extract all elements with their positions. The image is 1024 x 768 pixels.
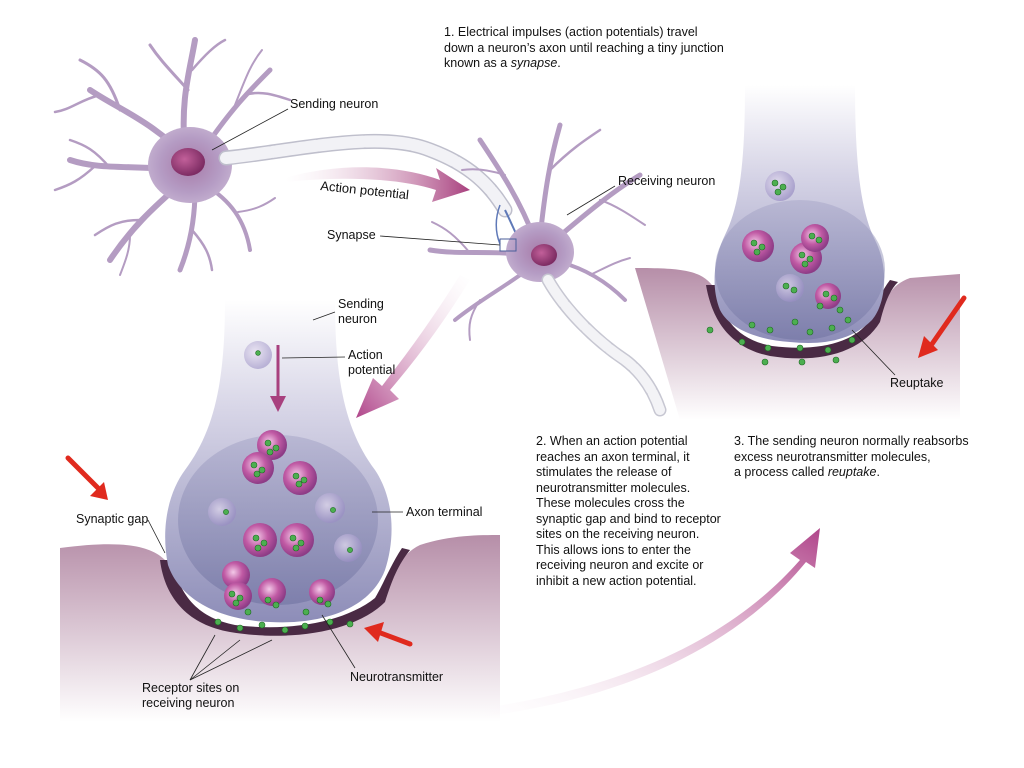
red-arrows xyxy=(65,295,967,647)
action-potential-arrow-label: Action potential xyxy=(320,178,410,202)
step-3-em: reuptake xyxy=(827,465,877,479)
label-action-potential-bottom-text: Action potential xyxy=(348,348,396,377)
step-3-line-2: excess neurotransmitter molecules, xyxy=(734,449,931,464)
stem-action-potential-arrow xyxy=(270,345,286,412)
leader-lines-left xyxy=(147,311,403,681)
step-3-text: 3. The sending neuron normally reabsorbs… xyxy=(734,434,969,481)
label-sending-neuron-top: Sending neuron xyxy=(290,97,379,111)
vesicles-right xyxy=(742,171,841,309)
step-1-em: synapse xyxy=(510,56,558,70)
curved-arrow-to-closeup xyxy=(356,275,470,418)
step-3-line-3: a process called reuptake. xyxy=(734,465,880,479)
step-1-line-2: down a neuron’s axon until reaching a ti… xyxy=(444,40,724,55)
red-arrow-reuptake xyxy=(918,295,967,358)
label-sending-neuron-bottom-text: Sending neuron xyxy=(338,297,384,326)
red-arrow-neurotransmitter xyxy=(364,622,413,647)
step-1-line-1: 1. Electrical impulses (action potential… xyxy=(444,25,698,39)
step-2-text: 2. When an action potential reaches an a… xyxy=(536,434,721,588)
step-1-text: 1. Electrical impulses (action potential… xyxy=(444,25,764,72)
reuptake-leader xyxy=(851,329,896,376)
red-arrow-synaptic-gap xyxy=(65,455,108,500)
leader-lines-top xyxy=(211,108,616,246)
label-receiving-neuron: Receiving neuron xyxy=(618,174,716,188)
label-reuptake: Reuptake xyxy=(890,376,944,390)
axon xyxy=(218,133,521,245)
label-receptor-sites: Receptor sites on receiving neuron xyxy=(142,681,252,711)
label-synaptic-gap: Synaptic gap xyxy=(76,512,149,526)
step-1-line-3: known as a synapse. xyxy=(444,56,561,70)
receiving-axon xyxy=(541,273,667,417)
synapse-closeup xyxy=(60,300,500,722)
action-potential-arrow xyxy=(285,167,470,202)
neurotransmitter-molecules-right xyxy=(706,179,856,366)
label-action-potential-bottom: Action potential xyxy=(348,348,408,378)
step-3-line-1: 3. The sending neuron normally reabsorbs xyxy=(734,434,969,448)
label-axon-terminal: Axon terminal xyxy=(406,505,483,519)
sending-neuron xyxy=(53,37,292,276)
neurotransmitter-molecules-left xyxy=(214,350,354,634)
label-sending-neuron-bottom: Sending neuron xyxy=(338,297,398,327)
label-synapse: Synapse xyxy=(327,228,376,242)
receiving-neuron xyxy=(427,122,646,341)
label-neurotransmitter: Neurotransmitter xyxy=(350,670,444,684)
label-receptor-sites-text: Receptor sites on receiving neuron xyxy=(142,681,240,710)
